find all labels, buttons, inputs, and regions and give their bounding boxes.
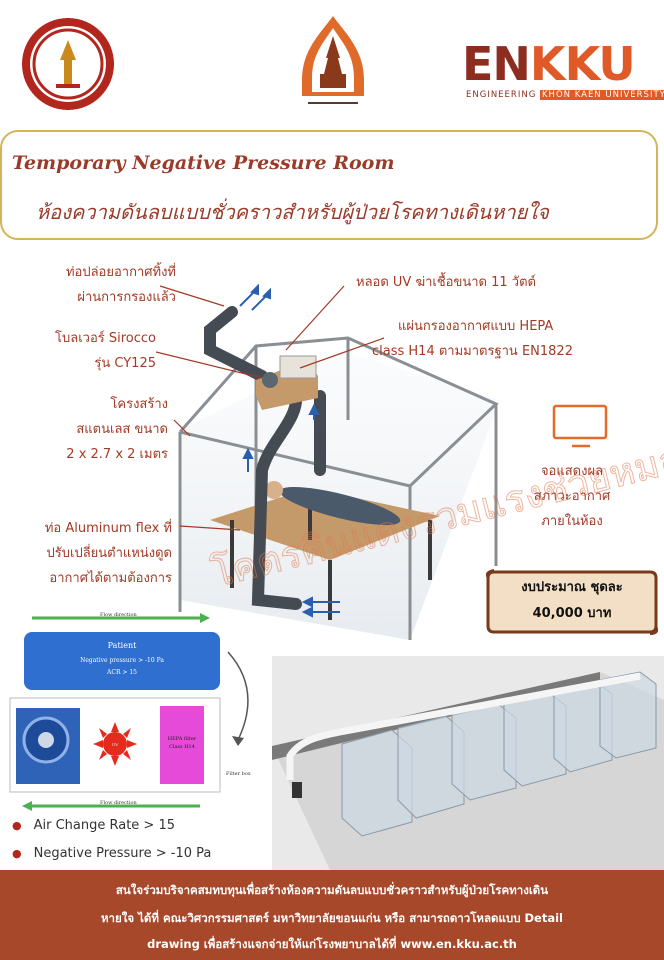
exhaust-caption-line2: ผ่านการกรองแล้ว: [77, 290, 176, 305]
engineering-faculty-seal-logo: [22, 18, 114, 110]
enkku-logo-sub-university: KHON KAEN UNIVERSITY: [539, 90, 664, 100]
enkku-logo-en: EN: [462, 37, 531, 91]
patient-acr: ACR > 15: [107, 669, 137, 676]
bullet-icon: ●: [12, 847, 22, 860]
budget-label: งบประมาณ ชุดละ: [521, 580, 623, 595]
frame-caption-line2: สแตนเลส ขนาด: [76, 422, 168, 437]
flow-direction-label-top: Flow direction: [100, 612, 137, 618]
flex-caption-line1: ท่อ Aluminum flex ที่: [44, 521, 172, 536]
patient-box: [24, 632, 220, 690]
spec-air-change-rate: ● Air Change Rate > 15: [12, 818, 175, 833]
blower-caption-line2: รุ่น CY125: [94, 356, 156, 371]
ward-rooms-render: [272, 656, 664, 870]
uv-lamp-icon: [93, 722, 137, 766]
enkku-logo-kku: KKU: [529, 37, 636, 91]
budget-scroll-banner: [486, 569, 658, 635]
footer-line-2: หายใจ ได้ที่ คณะวิศวกรรมศาสตร์ มหาวิทยาล…: [100, 911, 564, 925]
footer-banner: [0, 870, 664, 960]
footer-line-1: สนใจร่วมบริจาคสมทบทุนเพื่อสร้างห้องความด…: [115, 883, 549, 897]
airflow-schematic: [9, 613, 249, 811]
uv-label: UV: [111, 742, 119, 747]
exhaust-duct-caption: ท่อปล่อยอากาศทิ้งที่ ผ่านการกรองแล้ว: [40, 260, 176, 310]
monitor-caption-line1: จอแสดงผล: [540, 464, 604, 479]
uv-lamp-caption: หลอด UV ฆ่าเชื้อขนาด 11 วัตต์: [356, 275, 536, 290]
flex-caption-line2: ปรับเปลี่ยนตำแหน่งดูด: [46, 546, 172, 561]
blower-caption-line1: โบลเวอร์ Sirocco: [55, 331, 156, 346]
frame-caption-line3: 2 x 2.7 x 2 เมตร: [66, 447, 168, 462]
hepa-caption-line2: class H14 ตามมาตรฐาน EN1822: [372, 344, 573, 359]
monitor-caption: จอแสดงผล สภาวะอากาศ ภายในห้อง: [524, 459, 620, 534]
exhaust-caption-line1: ท่อปล่อยอากาศทิ้งที่: [65, 265, 176, 280]
spec-text: Air Change Rate > 15: [33, 818, 176, 833]
spec-text: Negative Pressure > -10 Pa: [33, 846, 212, 861]
frame-caption-line1: โครงสร้าง: [110, 397, 168, 412]
budget-amount: 40,000 บาท: [532, 606, 612, 621]
frame-caption: โครงสร้าง สแตนเลส ขนาด 2 x 2.7 x 2 เมตร: [20, 392, 168, 467]
flex-caption-line3: อากาศได้ตามต้องการ: [49, 571, 172, 586]
title-box: [0, 130, 658, 240]
enkku-logo-sub-engineering: ENGINEERING: [466, 90, 540, 100]
hepa-filter-caption: แผ่นกรองอากาศแบบ HEPA class H14 ตามมาตรฐ…: [372, 314, 573, 364]
title-english: Temporary Negative Pressure Room: [12, 152, 395, 174]
monitor-icon: [552, 404, 608, 448]
spec-negative-pressure: ● Negative Pressure > -10 Pa: [12, 846, 211, 861]
monitor-caption-line2: สภาวะอากาศ: [533, 489, 611, 504]
negative-pressure-room-illustration: โคตรคินแดงรวมแรงช่วยหมอ: [155, 283, 664, 640]
monitor-caption-line3: ภายในห้อง: [541, 514, 603, 529]
khon-kaen-university-logo: [302, 16, 364, 106]
hepa-filter-box: [160, 706, 204, 784]
bullet-icon: ●: [12, 819, 22, 832]
enkku-logo: ENKKU ENGINEERING KHON KAEN UNIVERSITY: [462, 37, 664, 102]
patient-title: Patient: [107, 641, 137, 650]
title-thai: ห้องความดันลบแบบชั่วคราวสำหรับผู้ป่วยโรค…: [36, 200, 549, 224]
hepa-caption-line1: แผ่นกรองอากาศแบบ HEPA: [398, 319, 554, 334]
flow-direction-label-bottom: Flow direction: [100, 800, 137, 806]
footer-line-3: drawing เพื่อสร้างแจกจ่ายให้แก่โรงพยาบาล…: [147, 937, 517, 951]
filter-box-label: Filter box: [226, 771, 251, 777]
flex-duct-caption: ท่อ Aluminum flex ที่ ปรับเปลี่ยนตำแหน่ง…: [0, 516, 172, 591]
hepa-filter-class: Class H14: [169, 744, 195, 750]
blower-caption: โบลเวอร์ Sirocco รุ่น CY125: [20, 326, 156, 376]
hepa-filter-label: HEPA filter: [167, 736, 197, 742]
patient-negative-pressure: Negative pressure > -10 Pa: [80, 657, 164, 664]
